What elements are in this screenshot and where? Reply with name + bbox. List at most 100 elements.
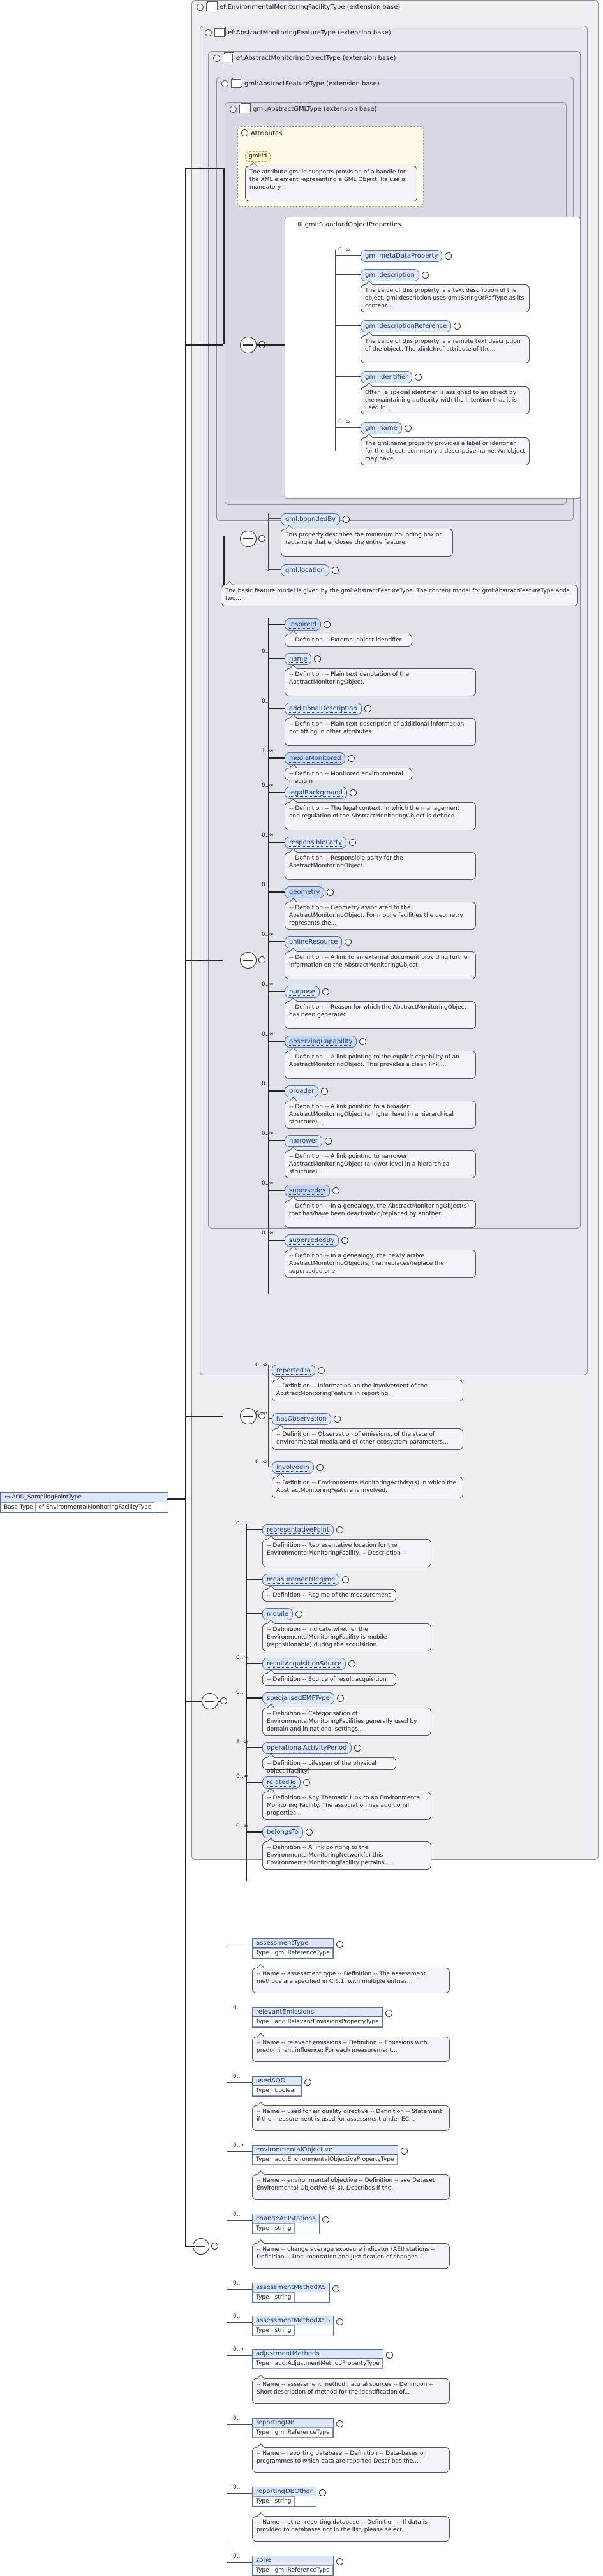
element-hasObservation[interactable]: hasObservation	[272, 1413, 331, 1425]
doc-link-icon[interactable]	[316, 1464, 324, 1471]
doc-link-icon[interactable]	[350, 789, 357, 796]
element-gml-boundedBy[interactable]: gml:boundedBy	[281, 513, 341, 525]
element-supersedes[interactable]: supersedes	[285, 1185, 331, 1197]
element-belongsTo[interactable]: belongsTo	[262, 1826, 303, 1838]
element-gml-description[interactable]: gml:description	[361, 269, 419, 281]
doc-link-icon[interactable]	[343, 516, 350, 523]
extension-header[interactable]: ef:AbstractMonitoringObjectType (extensi…	[213, 54, 396, 62]
element-supersededBy[interactable]: supersededBy	[285, 1234, 339, 1247]
collapse-toggle-icon[interactable]	[241, 129, 248, 136]
doc-link-icon[interactable]	[306, 1829, 313, 1836]
doc-link-icon[interactable]	[385, 2010, 392, 2017]
doc-link-icon[interactable]	[332, 2285, 339, 2292]
doc-link-icon[interactable]	[337, 1695, 344, 1702]
element-onlineResource[interactable]: onlineResource	[285, 936, 343, 948]
sop-header[interactable]: ⊞ gml:StandardObjectProperties	[297, 221, 401, 228]
doc-link-icon[interactable]	[332, 1187, 339, 1194]
element-geometry[interactable]: geometry	[285, 886, 325, 898]
doc-link-icon[interactable]	[386, 2352, 393, 2359]
element-mediaMonitored[interactable]: mediaMonitored	[285, 752, 346, 765]
doc-link-icon[interactable]	[314, 655, 321, 662]
attributes-header[interactable]: Attributes	[241, 129, 282, 137]
doc-link-icon[interactable]	[336, 2558, 343, 2565]
element-inspireId[interactable]: inspireId	[285, 618, 321, 631]
collapse-toggle-icon[interactable]	[221, 80, 228, 87]
element-name[interactable]: name	[285, 653, 312, 665]
doc-link-icon[interactable]	[445, 252, 452, 260]
doc-link-icon[interactable]	[345, 939, 352, 946]
doc-link-icon[interactable]	[295, 1611, 302, 1618]
element-gml-identifier[interactable]: gml:identifier	[361, 371, 413, 383]
doc-link-icon[interactable]	[334, 1416, 341, 1423]
doc-link-icon[interactable]	[341, 1237, 348, 1244]
doc-link-icon[interactable]	[354, 1745, 361, 1752]
doc-link-icon[interactable]	[336, 1526, 343, 1533]
doc-link-icon[interactable]	[454, 323, 461, 330]
element-operationalActivityPeriod[interactable]: operationalActivityPeriod	[262, 1742, 352, 1754]
element-resultAcquisitionSource[interactable]: resultAcquisitionSource	[262, 1658, 346, 1670]
extension-header[interactable]: ef:AbstractMonitoringFeatureType (extens…	[205, 28, 391, 37]
expand-icon[interactable]	[220, 1697, 227, 1704]
element-relatedTo[interactable]: relatedTo	[262, 1776, 301, 1789]
extension-header[interactable]: ef:EnvironmentalMonitoringFacilityType (…	[197, 3, 400, 11]
element-involvedIn[interactable]: involvedIn	[272, 1461, 314, 1474]
element-representativePoint[interactable]: representativePoint	[262, 1524, 334, 1536]
expand-icon[interactable]	[258, 535, 265, 542]
collapse-toggle-icon[interactable]	[213, 54, 220, 62]
element-reportedTo[interactable]: reportedTo	[272, 1365, 315, 1377]
doc-link-icon[interactable]	[349, 839, 356, 846]
element-mobile[interactable]: mobile	[262, 1608, 293, 1620]
doc-link-icon[interactable]	[342, 1576, 349, 1583]
element-observingCapability[interactable]: observingCapability	[285, 1036, 357, 1048]
doc-link-icon[interactable]	[422, 272, 429, 279]
doc-link-icon[interactable]	[322, 988, 329, 995]
element-additionalDescription[interactable]: additionalDescription	[285, 703, 362, 715]
expand-icon[interactable]	[258, 956, 265, 963]
element-gml-descriptionReference[interactable]: gml:descriptionReference	[361, 320, 452, 332]
element-gml-name[interactable]: gml:name	[361, 422, 402, 434]
element-specialisedEMFType[interactable]: specialisedEMFType	[262, 1692, 334, 1704]
element-purpose[interactable]: purpose	[285, 986, 320, 998]
element-gml-location[interactable]: gml:location	[281, 564, 329, 576]
doc-link-icon[interactable]	[348, 755, 355, 762]
doc-link-icon[interactable]	[322, 2216, 329, 2223]
doc-link-icon[interactable]	[325, 1138, 332, 1145]
doc-link-icon[interactable]	[364, 705, 371, 712]
collapse-toggle-icon[interactable]	[205, 29, 212, 36]
doc-link-icon[interactable]	[401, 2148, 408, 2155]
doc-link-icon[interactable]	[303, 1779, 310, 1786]
doc-link-icon[interactable]	[405, 425, 412, 432]
collapse-toggle-icon[interactable]	[230, 105, 237, 113]
element-narrower[interactable]: narrower	[285, 1135, 322, 1147]
element-gml-metaDataProperty[interactable]: gml:metaDataProperty	[361, 250, 443, 262]
doc-link-icon[interactable]	[321, 1088, 328, 1095]
expand-icon[interactable]	[258, 1412, 265, 1419]
doc-link-icon[interactable]	[336, 2318, 343, 2325]
doc-link-icon[interactable]	[324, 621, 331, 628]
doc-link-icon[interactable]	[336, 2420, 343, 2427]
element-legalBackground[interactable]: legalBackground	[285, 787, 347, 799]
doc-link-icon[interactable]	[304, 2079, 311, 2086]
doc-link-icon[interactable]	[336, 1941, 343, 1948]
doc-link-icon[interactable]	[332, 567, 339, 574]
extension-header[interactable]: gml:AbstractFeatureType (extension base)	[221, 79, 380, 88]
expand-icon[interactable]	[211, 2243, 218, 2250]
doc-link-icon[interactable]	[319, 2489, 326, 2496]
doc-link-icon[interactable]	[359, 1038, 366, 1045]
doc-link-icon[interactable]	[348, 1660, 355, 1667]
element-responsibleParty[interactable]: responsibleParty	[285, 837, 346, 849]
element-measurementRegime[interactable]: measurementRegime	[262, 1574, 340, 1586]
doc-link-icon[interactable]	[415, 374, 422, 381]
